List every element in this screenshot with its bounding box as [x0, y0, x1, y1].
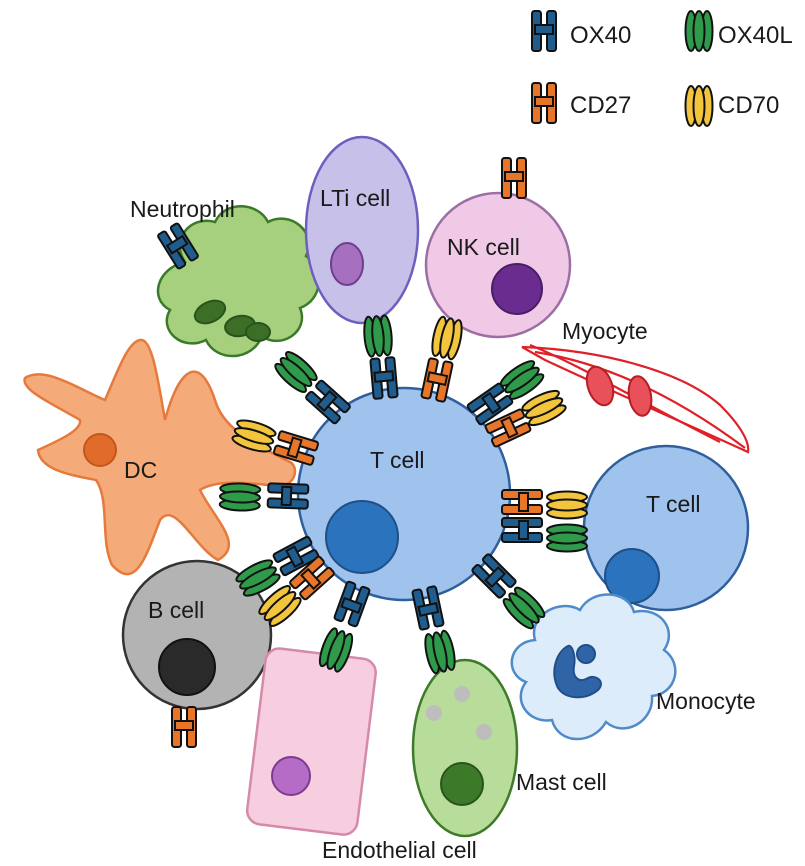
endothelial-cell [245, 647, 377, 836]
legend-cd70-icon [684, 85, 714, 127]
ligand-ox40l [421, 628, 459, 676]
legend: OX40 OX40L CD27 CD70 [531, 10, 793, 127]
receptor-cd27 [420, 356, 454, 404]
ligand-ox40l [271, 347, 321, 397]
legend-cd27-icon [531, 82, 557, 124]
dc-cell [23, 338, 297, 576]
receptor-ox40 [332, 580, 372, 628]
label-mast-cell: Mast cell [516, 769, 607, 795]
label-nk-cell: NK cell [447, 234, 520, 260]
legend-cd27-label: CD27 [570, 92, 631, 119]
label-neutrophil: Neutrophil [130, 196, 235, 222]
ligand-cd70 [546, 490, 588, 520]
ligand-ox40l [218, 481, 262, 513]
b-cell [121, 559, 273, 711]
legend-ox40-label: OX40 [570, 22, 631, 49]
ligand-ox40l [361, 313, 395, 359]
label-myocyte: Myocyte [562, 318, 648, 344]
label-central-t-cell: T cell [370, 447, 425, 473]
monocyte-cell [510, 593, 677, 741]
legend-ox40-icon [531, 10, 557, 52]
receptor-cd27 [171, 706, 197, 748]
central-t-cell [296, 386, 512, 602]
legend-cd70-label: CD70 [718, 92, 779, 119]
receptor-cd27 [501, 157, 527, 199]
lti-cell [304, 135, 420, 325]
legend-ox40l-label: OX40L [718, 22, 793, 49]
label-endothelial-cell: Endothelial cell [322, 837, 477, 861]
label-t-cell-right: T cell [646, 491, 701, 517]
ligand-ox40l [546, 523, 588, 553]
label-lti-cell: LTi cell [320, 185, 390, 211]
legend-ox40l-icon [684, 10, 714, 52]
t-cell-right [582, 444, 750, 612]
mast-cell [411, 658, 519, 838]
receptor-ox40 [501, 517, 543, 543]
nk-cell [424, 191, 572, 339]
myocyte-cell [521, 343, 750, 454]
label-monocyte: Monocyte [656, 688, 756, 714]
label-dc: DC [124, 457, 157, 483]
neutrophil-cell [156, 205, 321, 358]
ligand-cd70 [428, 314, 466, 362]
label-b-cell: B cell [148, 597, 204, 623]
